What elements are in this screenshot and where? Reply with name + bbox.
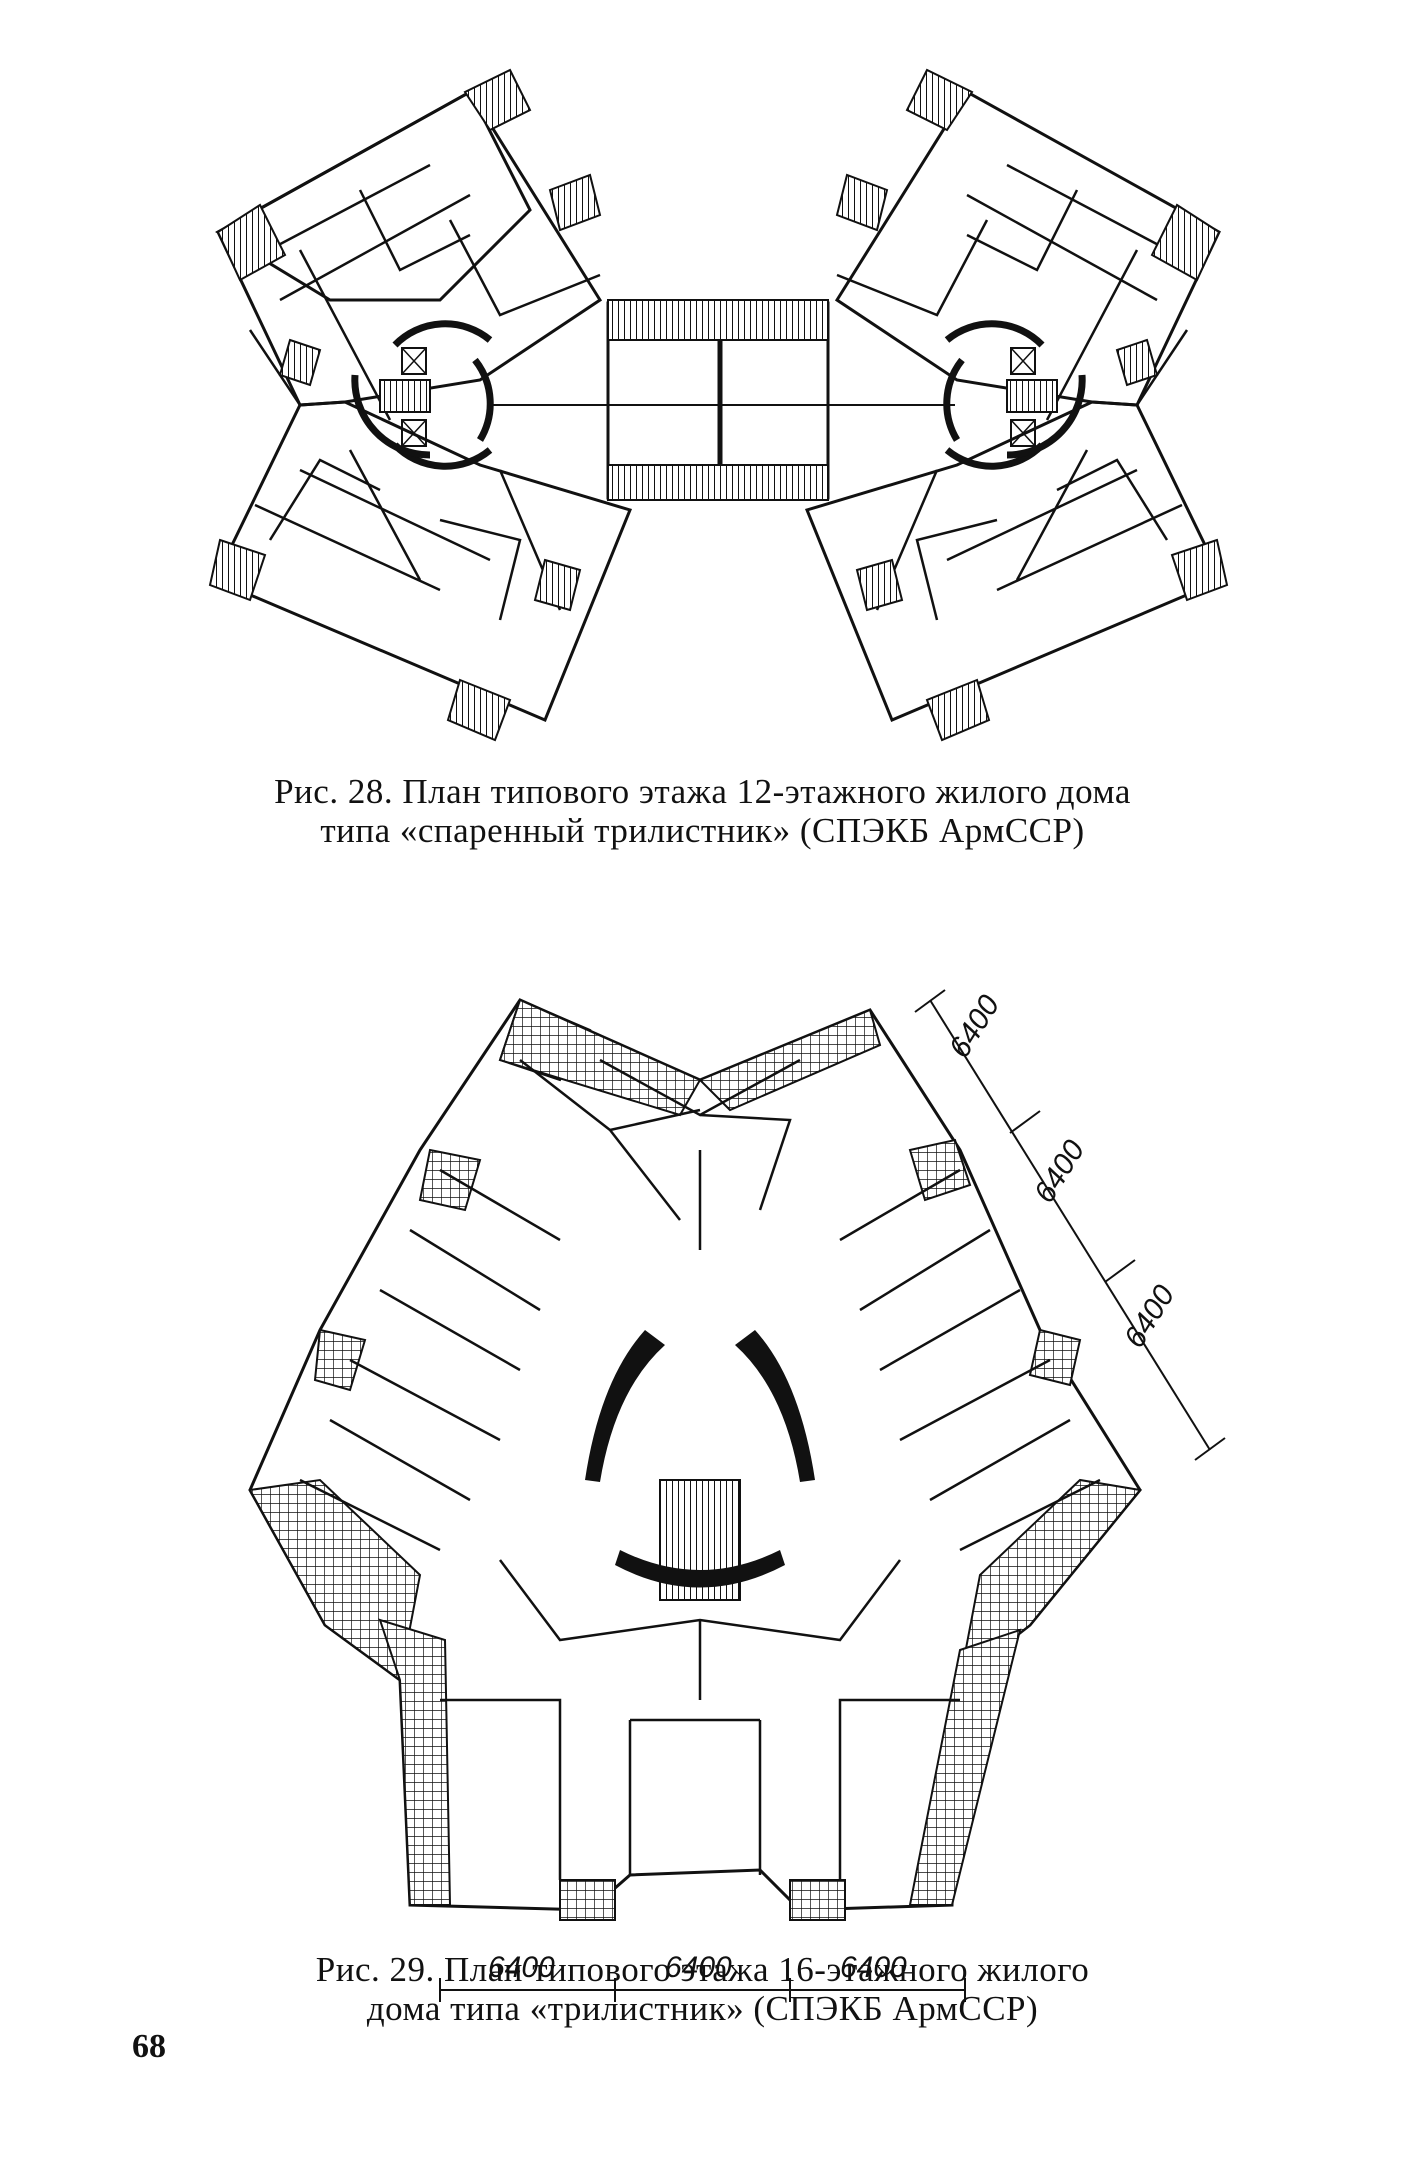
dim-right-1: 6400	[943, 989, 1007, 1063]
figure-28-floor-plan	[208, 68, 1229, 742]
dim-bottom-1: 6400	[488, 1951, 555, 1984]
figure-28-caption: Рис. 28. План типового этажа 12-этажного…	[0, 772, 1405, 850]
curved-shear-walls	[585, 1330, 815, 1588]
bottom-dimension-line	[439, 1978, 966, 2002]
figure-28-caption-line-2: типа «спаренный трилистник» (СПЭКБ АрмСС…	[320, 811, 1085, 850]
figure-29-caption: Рис. 29. План типового этажа 16-этажного…	[0, 1950, 1405, 2028]
page-number: 68	[132, 2028, 166, 2065]
figure-29-caption-line-1: Рис. 29. План типового этажа 16-этажного…	[315, 1950, 1090, 1989]
right-dimension-lines	[914, 989, 1226, 1461]
right-trefoil-wing	[804, 68, 1229, 742]
figure-29-caption-line-2: дома типа «трилистник» (СПЭКБ АрмССР)	[366, 1989, 1039, 2028]
dim-bottom-3: 6400	[840, 1951, 907, 1984]
figure-28-caption-line-1: Рис. 28. План типового этажа 12-этажного…	[274, 772, 1131, 811]
dim-bottom-2: 6400	[665, 1951, 732, 1984]
left-trefoil-wing	[208, 68, 633, 742]
connecting-corridor	[490, 299, 955, 501]
figure-29-floor-plan	[248, 998, 1142, 1921]
